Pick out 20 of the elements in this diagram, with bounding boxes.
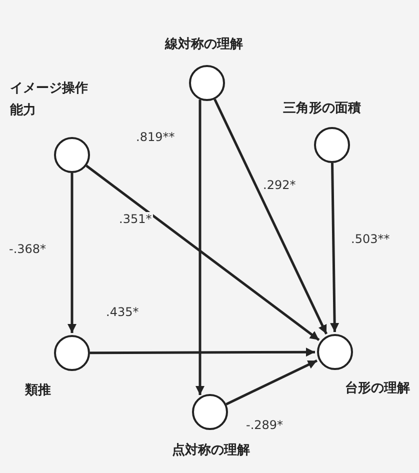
node-label: 線対称の理解 — [165, 36, 243, 54]
edge-label: .292* — [262, 178, 297, 192]
arrow — [86, 164, 320, 342]
edge-label: .435* — [105, 305, 140, 319]
node-label: イメージ操作能力 — [10, 80, 89, 120]
edge-label: -.289* — [245, 418, 284, 432]
node-label: 三角形の面積 — [283, 100, 361, 118]
edge-label: .351* — [118, 212, 153, 226]
arrow — [90, 348, 315, 357]
arrow — [68, 173, 76, 333]
arrow — [214, 98, 328, 334]
arrow — [226, 360, 318, 406]
node-label: 点対称の理解 — [172, 442, 250, 460]
node-label: 台形の理解 — [345, 380, 410, 398]
node-label: 類推 — [25, 382, 51, 400]
edge-label: .819** — [135, 130, 176, 144]
edge-label: .503** — [350, 232, 391, 246]
edge-label: -.368* — [8, 242, 48, 256]
arrow — [196, 100, 204, 396]
arrow — [330, 162, 340, 332]
